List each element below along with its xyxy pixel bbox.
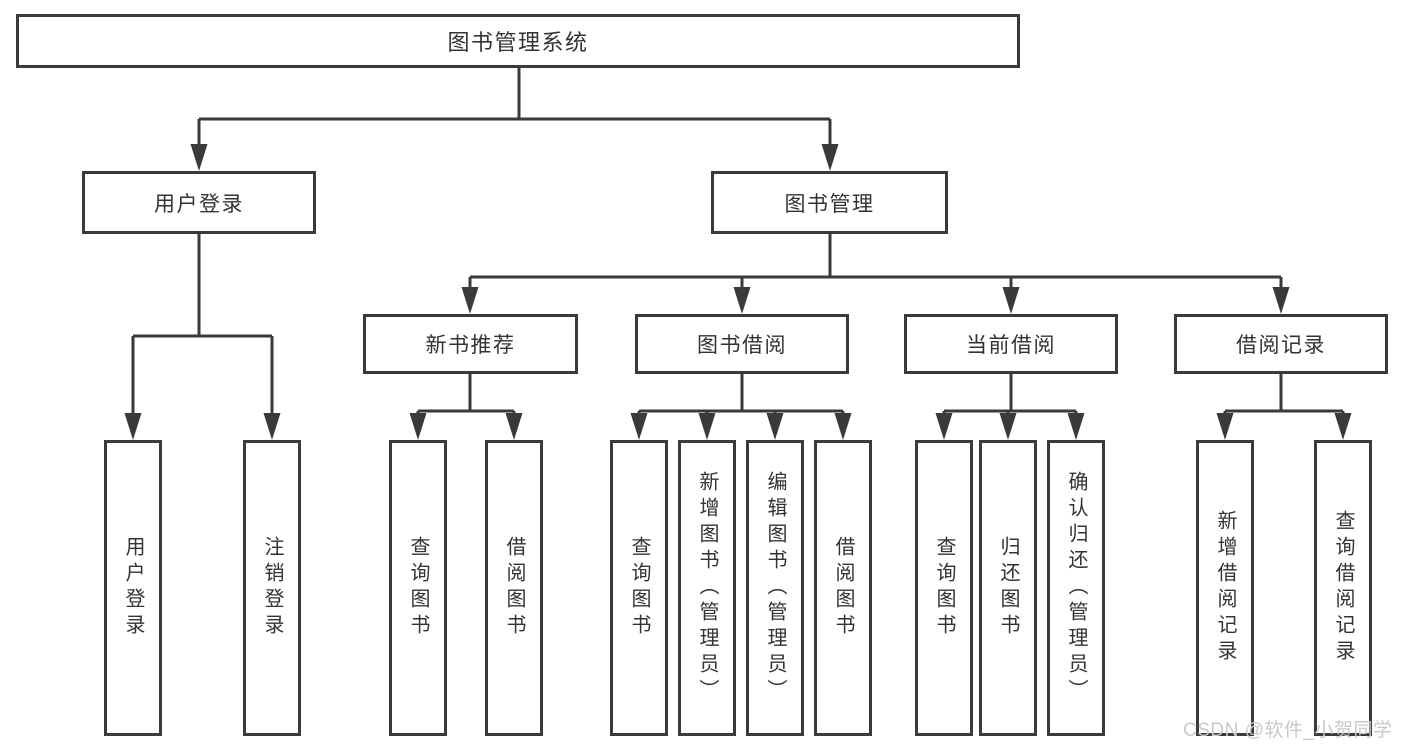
leaf-edit-books-admin: 编辑图书（管理员） <box>746 440 804 736</box>
leaf-query-borrow-record-label: 查询借阅记录 <box>1332 510 1354 666</box>
leaf-query-books-borrowing-label: 查询图书 <box>628 536 650 640</box>
node-new-book-recommend: 新书推荐 <box>363 314 578 374</box>
leaf-user-login: 用户登录 <box>104 440 162 736</box>
node-borrowing-records: 借阅记录 <box>1174 314 1388 374</box>
leaf-logout-login-label: 注销登录 <box>261 536 283 640</box>
leaf-add-borrow-record-label: 新增借阅记录 <box>1214 510 1236 666</box>
node-library-system: 图书管理系统 <box>16 14 1020 68</box>
leaf-add-books-admin: 新增图书（管理员） <box>678 440 736 736</box>
leaf-query-books-recommend-label: 查询图书 <box>407 536 429 640</box>
node-borrowing-records-label: 借阅记录 <box>1236 334 1326 357</box>
csdn-watermark: CSDN @软件_小贺同学 <box>1183 720 1393 741</box>
node-current-borrowing-label: 当前借阅 <box>966 334 1056 357</box>
node-book-borrowing-label: 图书借阅 <box>697 334 787 357</box>
connector-book-management-branch <box>461 234 1290 314</box>
leaf-query-books-borrowing: 查询图书 <box>610 440 668 736</box>
node-current-borrowing: 当前借阅 <box>904 314 1118 374</box>
node-new-book-recommend-label: 新书推荐 <box>425 334 516 357</box>
connector-current-borrowing-branch <box>935 374 1085 440</box>
leaf-confirm-return-admin: 确认归还（管理员） <box>1047 440 1105 736</box>
leaf-borrow-books-borrowing: 借阅图书 <box>814 440 872 736</box>
connector-new-book-recommend-branch <box>409 374 523 440</box>
leaf-query-borrow-record: 查询借阅记录 <box>1314 440 1372 736</box>
node-book-management-label: 图书管理 <box>784 192 875 216</box>
leaf-add-borrow-record: 新增借阅记录 <box>1196 440 1254 736</box>
leaf-return-books: 归还图书 <box>979 440 1037 736</box>
leaf-add-books-admin-label: 新增图书（管理员） <box>696 471 718 705</box>
node-user-login-label: 用户登录 <box>154 192 244 216</box>
node-user-login: 用户登录 <box>82 171 316 234</box>
node-book-management: 图书管理 <box>711 171 948 234</box>
leaf-borrow-books-recommend: 借阅图书 <box>485 440 543 736</box>
leaf-edit-books-admin-label: 编辑图书（管理员） <box>764 471 786 705</box>
leaf-user-login-label: 用户登录 <box>122 536 144 640</box>
leaf-borrow-books-recommend-label: 借阅图书 <box>503 536 525 640</box>
leaf-confirm-return-admin-label: 确认归还（管理员） <box>1065 471 1087 705</box>
connector-root-to-level2 <box>190 68 839 171</box>
leaf-query-books-current-label: 查询图书 <box>933 536 955 640</box>
node-book-borrowing: 图书借阅 <box>635 314 849 374</box>
connector-user-login-branch <box>124 234 281 440</box>
connector-book-borrowing-branch <box>630 374 852 440</box>
leaf-query-books-current: 查询图书 <box>915 440 973 736</box>
leaf-query-books-recommend: 查询图书 <box>389 440 447 736</box>
leaf-return-books-label: 归还图书 <box>997 536 1019 640</box>
leaf-logout-login: 注销登录 <box>243 440 301 736</box>
leaf-borrow-books-borrowing-label: 借阅图书 <box>832 536 854 640</box>
connector-borrowing-records-branch <box>1216 374 1352 440</box>
node-library-system-label: 图书管理系统 <box>447 30 589 55</box>
